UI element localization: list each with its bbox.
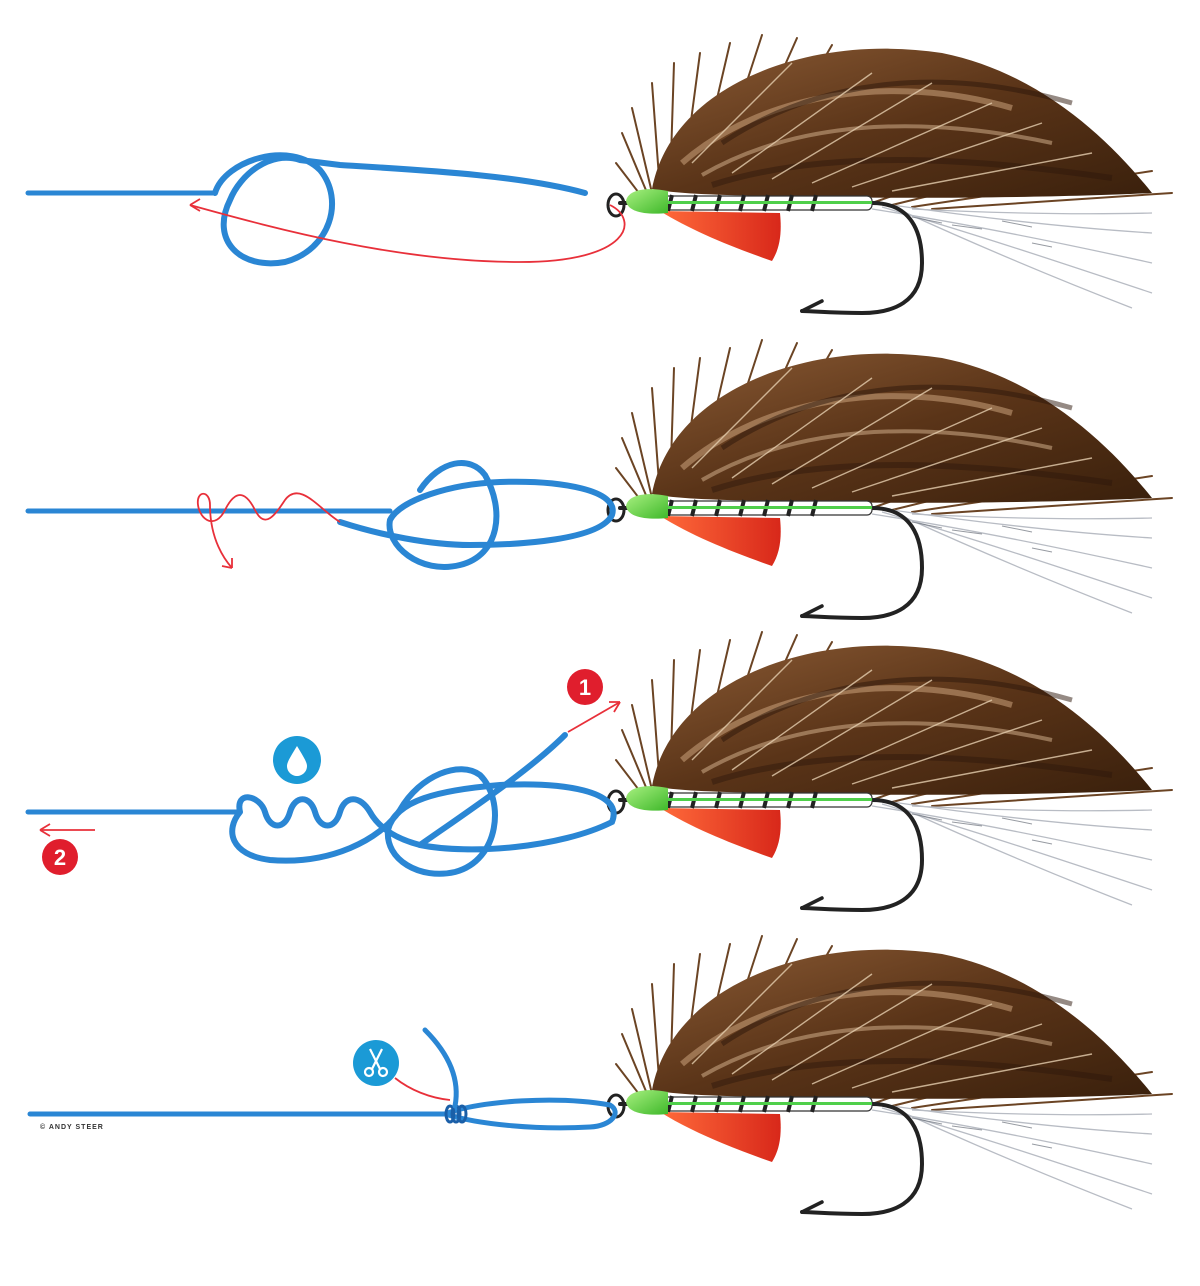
guide-path [190, 205, 625, 262]
water-drop-icon [273, 736, 321, 784]
overhand-loop [215, 155, 585, 263]
badge-1: 1 [567, 669, 603, 705]
tag-end [425, 1030, 456, 1106]
finished-loop [445, 1100, 615, 1128]
fly-illustration [608, 936, 1172, 1214]
step-4 [30, 936, 1172, 1214]
scissors-icon [353, 1040, 399, 1086]
badge-2: 2 [42, 839, 78, 875]
step-3: 1 2 [28, 632, 1172, 910]
fly-illustration [608, 632, 1172, 910]
tag-end-loop [340, 463, 613, 567]
arrow-head [190, 199, 200, 211]
badge-2-label: 2 [54, 845, 66, 870]
wrapped-knot [232, 769, 613, 874]
wrap-guide [198, 493, 340, 568]
step-2 [28, 340, 1172, 618]
fly-illustration [608, 35, 1172, 313]
fly-illustration [608, 340, 1172, 618]
credit-text: © ANDY STEER [40, 1124, 104, 1131]
pull-arrow-1 [568, 702, 620, 732]
trim-guide [395, 1078, 450, 1100]
badge-1-label: 1 [579, 675, 591, 700]
step-1 [28, 35, 1172, 313]
